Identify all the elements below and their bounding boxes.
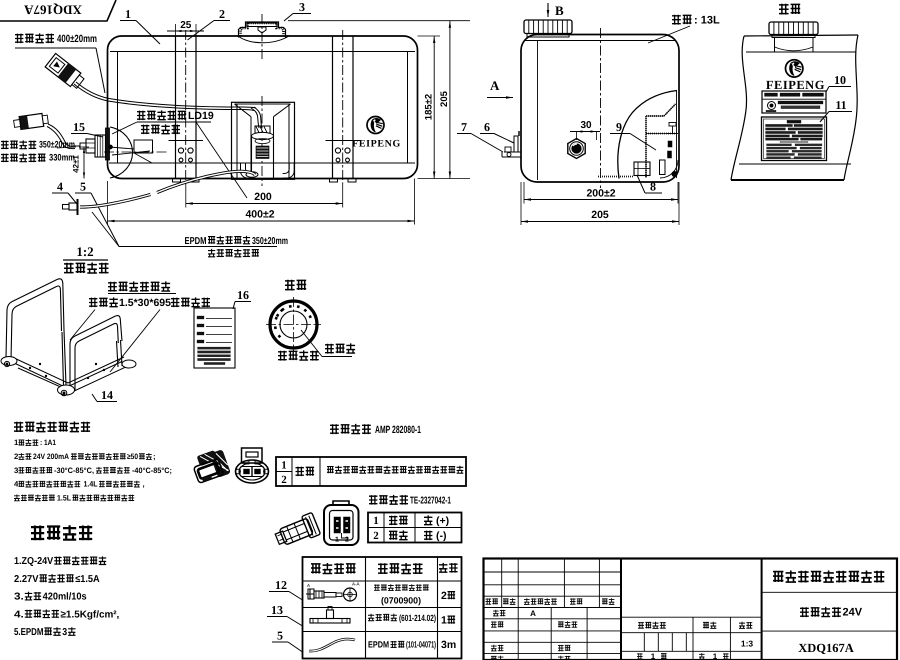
svg-text:5: 5 bbox=[277, 629, 283, 643]
svg-text:350±20mm: 350±20mm bbox=[252, 236, 288, 247]
svg-text:,: , bbox=[143, 480, 145, 489]
svg-text:A: A bbox=[307, 583, 310, 588]
svg-text:A-A: A-A bbox=[352, 582, 360, 587]
svg-text:5.EPDM: 5.EPDM bbox=[14, 627, 43, 638]
svg-text:4.: 4. bbox=[14, 609, 24, 620]
svg-text:≥50: ≥50 bbox=[127, 452, 139, 461]
svg-text:330mm: 330mm bbox=[49, 153, 75, 164]
svg-text:30: 30 bbox=[580, 120, 592, 131]
svg-text:13: 13 bbox=[271, 603, 283, 617]
svg-text:6: 6 bbox=[484, 120, 490, 134]
svg-text:9: 9 bbox=[616, 120, 622, 134]
svg-text:1:2: 1:2 bbox=[76, 244, 93, 259]
svg-text:200±2: 200±2 bbox=[586, 188, 615, 200]
svg-text:AMP 282080-1: AMP 282080-1 bbox=[375, 424, 421, 436]
svg-text:5: 5 bbox=[80, 180, 86, 194]
svg-text:12: 12 bbox=[275, 578, 287, 592]
svg-text:3.: 3. bbox=[14, 592, 24, 603]
svg-text:2: 2 bbox=[441, 590, 447, 602]
svg-text:A: A bbox=[530, 609, 536, 618]
svg-text:2.27V: 2.27V bbox=[14, 574, 39, 585]
svg-text:2: 2 bbox=[14, 452, 19, 461]
svg-text:: 13L: : 13L bbox=[694, 15, 720, 27]
svg-text:-30°C-85°C,: -30°C-85°C, bbox=[54, 466, 94, 475]
svg-text:400±20mm: 400±20mm bbox=[57, 33, 97, 45]
svg-text:(-): (-) bbox=[436, 530, 447, 542]
svg-text:-40°C-85°C;: -40°C-85°C; bbox=[132, 466, 172, 475]
svg-text:3: 3 bbox=[14, 466, 19, 475]
svg-text:2: 2 bbox=[345, 537, 349, 544]
svg-text:XDQ167A: XDQ167A bbox=[798, 641, 854, 655]
svg-text:11: 11 bbox=[835, 98, 846, 112]
svg-text:1:3: 1:3 bbox=[741, 639, 754, 649]
svg-text:: 1A1: : 1A1 bbox=[40, 438, 57, 447]
svg-text:350±20mm: 350±20mm bbox=[39, 140, 75, 151]
svg-text:1: 1 bbox=[125, 7, 131, 21]
svg-text:≥1.5Kgf/cm²,: ≥1.5Kgf/cm², bbox=[61, 609, 120, 620]
svg-text:205: 205 bbox=[439, 90, 450, 107]
svg-text:8: 8 bbox=[650, 180, 656, 194]
svg-text:400±2: 400±2 bbox=[245, 209, 274, 221]
svg-text:FEIPENG: FEIPENG bbox=[352, 139, 401, 150]
svg-text:;: ; bbox=[153, 452, 156, 461]
svg-text:≤1.5A: ≤1.5A bbox=[75, 574, 100, 585]
svg-text:1: 1 bbox=[651, 652, 656, 660]
svg-text:3: 3 bbox=[62, 627, 67, 638]
svg-text:200: 200 bbox=[254, 191, 272, 203]
svg-text:TE-2327042-1: TE-2327042-1 bbox=[410, 496, 451, 507]
svg-text:185±2: 185±2 bbox=[424, 94, 435, 120]
svg-text:25: 25 bbox=[180, 20, 192, 31]
svg-text:EPDM: EPDM bbox=[368, 640, 389, 650]
svg-text:1: 1 bbox=[373, 515, 379, 527]
svg-text:1.4L: 1.4L bbox=[84, 480, 98, 489]
svg-text:24V: 24V bbox=[843, 607, 863, 619]
svg-text:1: 1 bbox=[441, 615, 447, 627]
svg-text:1.ZQ-24V: 1.ZQ-24V bbox=[14, 556, 53, 567]
svg-text:(101-04071): (101-04071) bbox=[406, 640, 436, 650]
svg-text:205: 205 bbox=[591, 209, 609, 221]
svg-text:1: 1 bbox=[14, 438, 19, 447]
svg-text:16: 16 bbox=[237, 288, 249, 302]
svg-text:24V 200mA: 24V 200mA bbox=[33, 452, 69, 461]
svg-text:10: 10 bbox=[834, 73, 846, 87]
svg-text:XDQ167A: XDQ167A bbox=[24, 3, 82, 18]
svg-text:2: 2 bbox=[373, 530, 379, 542]
svg-text:42±1: 42±1 bbox=[72, 155, 81, 173]
svg-text:B: B bbox=[555, 3, 564, 18]
svg-text:1: 1 bbox=[335, 537, 339, 544]
svg-text:1.5*30*695: 1.5*30*695 bbox=[119, 297, 171, 309]
svg-text:A: A bbox=[490, 78, 500, 93]
svg-text:FEIPENG: FEIPENG bbox=[766, 78, 825, 92]
svg-text:2: 2 bbox=[219, 7, 225, 21]
svg-text:(0700900): (0700900) bbox=[381, 596, 421, 606]
svg-text:EPDM: EPDM bbox=[185, 236, 207, 247]
svg-text:3m: 3m bbox=[441, 639, 456, 651]
svg-text:(+): (+) bbox=[436, 515, 449, 527]
svg-text:3: 3 bbox=[299, 0, 305, 14]
svg-text:LD19: LD19 bbox=[188, 110, 214, 122]
svg-text:1: 1 bbox=[713, 652, 718, 660]
svg-text:(601-214.02): (601-214.02) bbox=[399, 613, 436, 623]
svg-text:14: 14 bbox=[101, 388, 113, 402]
svg-text:4: 4 bbox=[14, 480, 19, 489]
svg-text:7: 7 bbox=[461, 120, 467, 134]
svg-text:1: 1 bbox=[281, 460, 287, 472]
svg-text:15: 15 bbox=[73, 120, 85, 134]
svg-text:4: 4 bbox=[57, 180, 63, 194]
svg-text:420ml/10s: 420ml/10s bbox=[43, 592, 87, 603]
svg-text:2: 2 bbox=[281, 474, 287, 486]
svg-text:1.5L: 1.5L bbox=[57, 493, 71, 502]
